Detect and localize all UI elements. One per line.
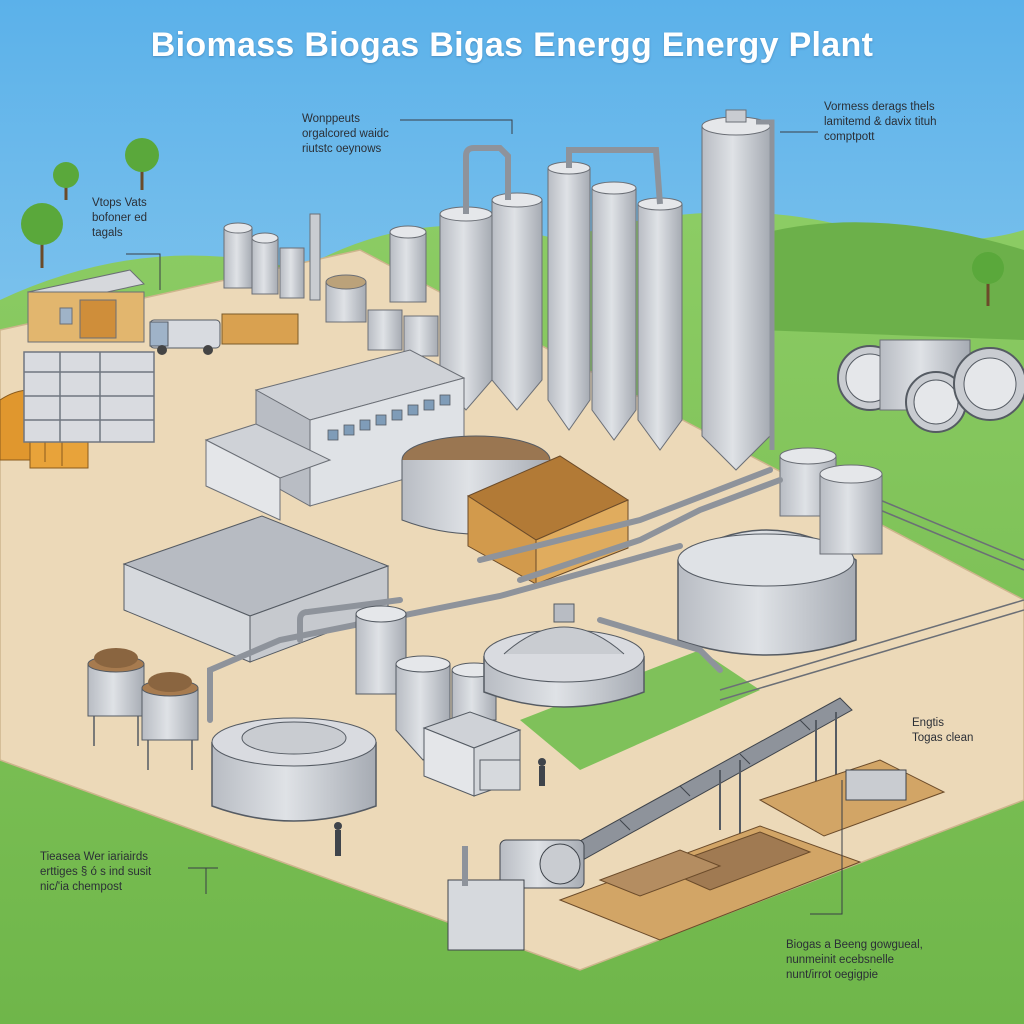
truck (149, 313, 299, 355)
pipe-network (207, 467, 783, 723)
page-title: Biomass Biogas Bigas Energg Energy Plant (150, 26, 874, 64)
leader-lines (126, 119, 843, 915)
biomass-hoppers (87, 648, 199, 770)
digester-center (483, 603, 645, 708)
silo-group (439, 145, 683, 451)
callout-biogas-storage: Vtops Vats bofoner ed tagals (92, 197, 147, 239)
shredder (447, 839, 585, 951)
fence-right (719, 499, 1024, 701)
small-tank-cluster (223, 213, 439, 357)
workers (334, 758, 546, 856)
green-hill-right (740, 222, 1024, 340)
callout-compost-storage: Vormess derags thels lamitemd & davix ti… (824, 101, 937, 143)
compost-bins (558, 759, 946, 941)
callout-biomass-compost: Tieasea Wer iariairds erttiges § ó s ind… (40, 851, 152, 893)
callout-organic-waste-input: Wonppeuts orgalcored waidc riutstc oeyno… (302, 113, 389, 155)
dome-tank-right (677, 447, 883, 656)
left-shed (26, 269, 146, 343)
wooden-barn (466, 455, 630, 585)
callout-gas-cleaning: Engtis Togas clean (912, 717, 974, 744)
trees (21, 138, 1004, 306)
digester-left (211, 717, 377, 822)
fan-units (837, 339, 1024, 433)
conveyor (559, 697, 853, 867)
tallest-silo (701, 109, 775, 471)
grass-inset (520, 650, 760, 770)
callout-biogas-general: Biogas a Beeng gowgueal, nunmeinit ecebs… (786, 939, 923, 981)
control-building (422, 711, 522, 797)
processing-frame-left (23, 351, 155, 443)
